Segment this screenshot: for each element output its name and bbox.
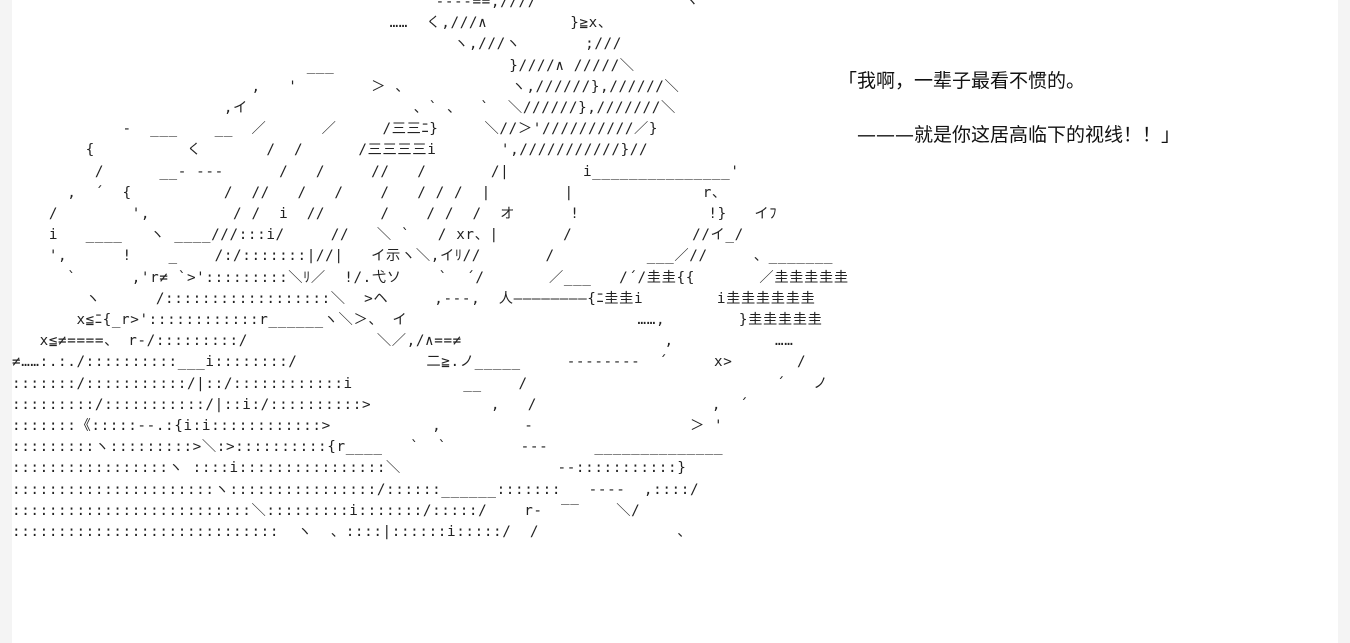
- dialogue-line-2: ———就是你这居高临下的视线！！」: [857, 124, 1181, 146]
- ascii-art-line: ___ }////∧ /////＼: [12, 57, 635, 74]
- ascii-art-line: x≦≠====、 r-/:::::::::/ ＼／,/∧==≠ , ……: [12, 333, 794, 350]
- ascii-art-line: ----==,//// ヽ: [12, 0, 700, 10]
- ascii-art-line: , ´ { / // / / / / / / | | r、: [12, 184, 727, 201]
- ascii-art-line: , ' ＞ 、 ヽ,//////},//////＼: [12, 78, 680, 95]
- ascii-art-line: ≠……:.:./::::::::::___i::::::::/ 二≧.ノ____…: [12, 354, 807, 371]
- ascii-art-line: - ___ __ ／ ／ /三三ﾆ} ＼//＞'//////////／}: [12, 121, 659, 138]
- ascii-art-line: i ____ ヽ ____///:::i/ // ＼ ` / xr、| / //…: [12, 227, 744, 244]
- ascii-art-line: ,イ 、` 、 ` ＼//////},///////＼: [12, 100, 676, 117]
- ascii-art-line: ', ! _ /:/:::::::|//| イ示ヽ＼,イﾘ// / ___／//…: [12, 248, 834, 265]
- ascii-art-line: ::::::::::::::::::::::ヽ::::::::::::::::/…: [12, 481, 700, 498]
- ascii-art-page: ----==,//// ヽ …… く,///∧ }≧x、 ヽ,///ヽ ;///…: [12, 0, 1338, 643]
- ascii-art-line: ::::::::::::::::::::::::::＼:::::::::i:::…: [12, 502, 641, 519]
- ascii-art-line: :::::::::::::::::ヽ ::::i::::::::::::::::…: [12, 460, 687, 477]
- ascii-art-line: ` ,'r≠ `>':::::::::＼ﾘ／ !/.弋ソ ` ´/ ／___ /…: [12, 269, 849, 286]
- ascii-art-line: :::::::::/:::::::::::/|::i:/::::::::::> …: [12, 396, 749, 413]
- ascii-art-line: :::::::::ヽ:::::::::>＼:>::::::::::{r____ …: [12, 439, 724, 456]
- ascii-art-line: { く / / /三三三三i ',///////////}//: [12, 142, 649, 159]
- ascii-art-line: …… く,///∧ }≧x、: [12, 15, 613, 32]
- ascii-art-line: ::::::::::::::::::::::::::::: ヽ 、::::|::…: [12, 524, 693, 541]
- ascii-art-line: ヽ,///ヽ ;///: [12, 36, 622, 53]
- ascii-art-line: / __- --- / / // / /| i_______________': [12, 163, 740, 180]
- ascii-art-line: ヽ /::::::::::::::::::＼ >ヘ ,---, 人―――――――…: [12, 290, 816, 307]
- ascii-art-line: :::::::《:::::--.:{i:i::::::::::::> , - ＞…: [12, 418, 724, 435]
- ascii-art-line: :::::::/:::::::::::/|::/::::::::::::i __…: [12, 375, 829, 392]
- ascii-art-line: / ', / / i // / / / / オ ! !} イﾌ: [12, 206, 778, 223]
- ascii-art-line: x≦ﾆ{_r>'::::::::::::r______ヽ＼＞、 イ ……, }圭…: [12, 312, 823, 329]
- ascii-art-figure: ----==,//// ヽ …… く,///∧ }≧x、 ヽ,///ヽ ;///…: [12, 0, 849, 543]
- dialogue-line-1: 「我啊，一辈子最看不惯的。: [838, 70, 1086, 92]
